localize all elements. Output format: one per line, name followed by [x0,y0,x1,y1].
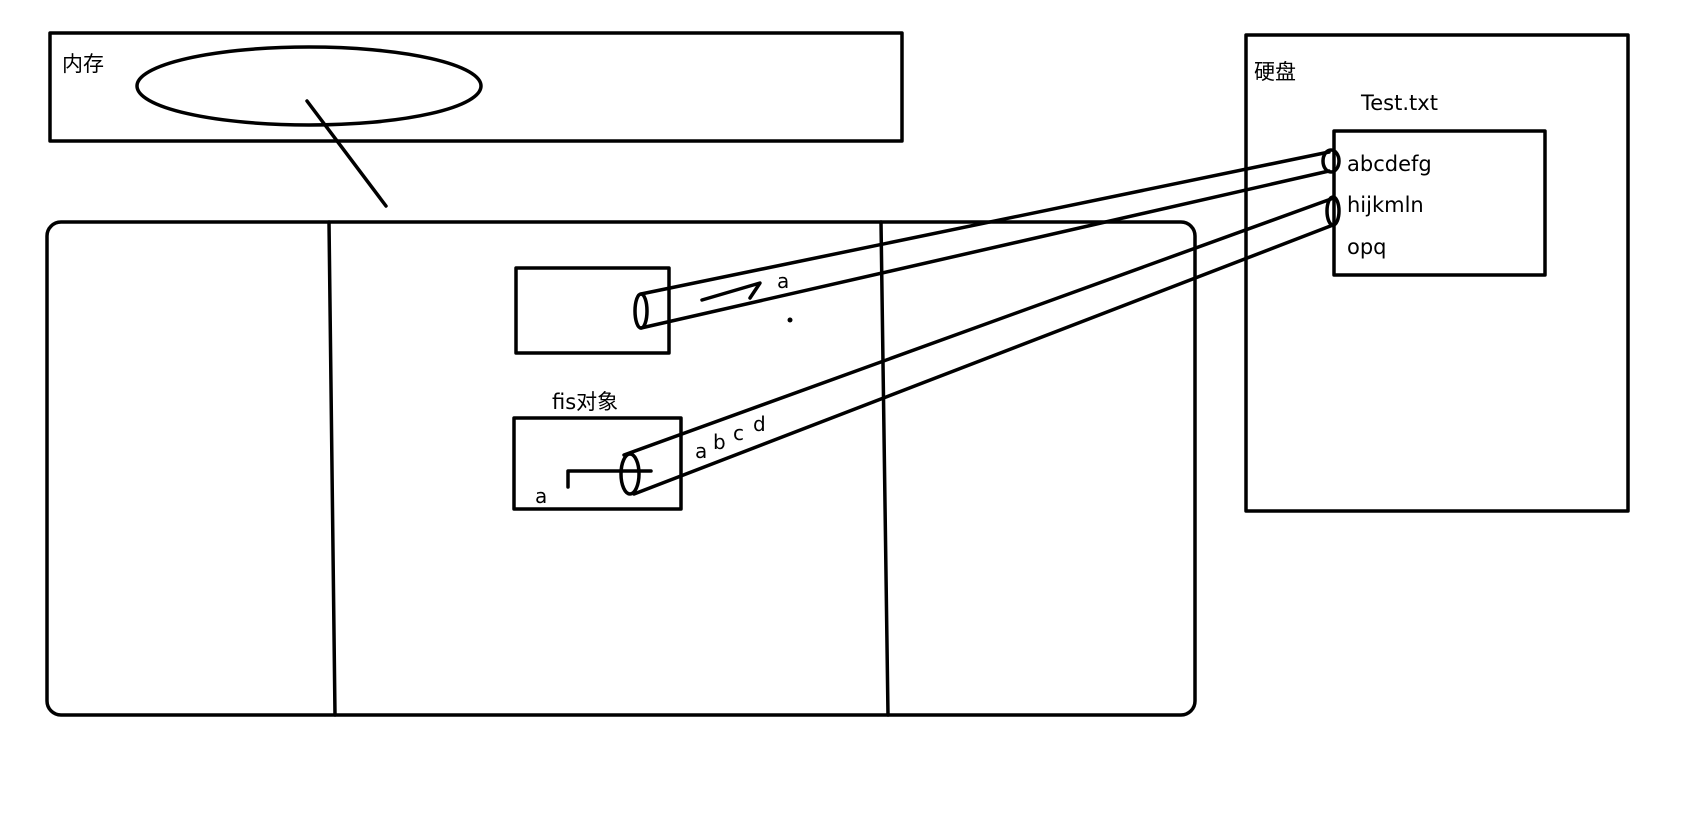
fis-stream-char-1: a [695,439,707,463]
disk-label: 硬盘 [1254,60,1296,84]
fis-pipe-end-left [619,452,641,496]
fis-stream-char-3: c [733,421,744,445]
program-region [45,220,1197,717]
top-pipe-lower-edge [639,169,1331,330]
file-box [1332,129,1547,277]
top-pipe-arrow [700,281,762,302]
memory-ellipse [135,45,483,127]
memory-region: 内存 [48,31,904,208]
top-pipe-end-right [1321,148,1341,174]
fis-pipe-lower-edge [632,223,1335,496]
memory-box [48,31,904,143]
file-line-2: hijkmln [1347,193,1424,217]
fis-object: fis对象 a a b c d [512,195,1341,511]
fis-object-label: fis对象 [552,390,618,414]
top-pipe-dot [787,317,793,323]
program-box [45,220,1197,717]
top-pipe-end-left [633,292,649,330]
file-line-1: abcdefg [1347,152,1432,176]
top-pipe-upper-edge [639,150,1331,296]
top-object-box [514,266,671,355]
top-stream-object: a [514,148,1341,355]
memory-connector-line [305,99,388,208]
disk-region: 硬盘 Test.txt abcdefg hijkmln opq [1244,33,1630,513]
fis-object-box [512,416,683,511]
divider-left [327,220,337,717]
file-line-3: opq [1347,235,1387,259]
memory-label: 内存 [62,52,104,76]
fis-pipe-upper-edge [622,197,1333,457]
fis-read-char: a [535,484,547,508]
fis-stream-char-2: b [713,430,726,454]
fis-stream-char-4: d [753,412,766,436]
fis-read-arrow [566,469,653,489]
file-name: Test.txt [1360,91,1438,115]
disk-box [1244,33,1630,513]
top-pipe-char: a [777,269,789,293]
divider-right [879,220,890,717]
